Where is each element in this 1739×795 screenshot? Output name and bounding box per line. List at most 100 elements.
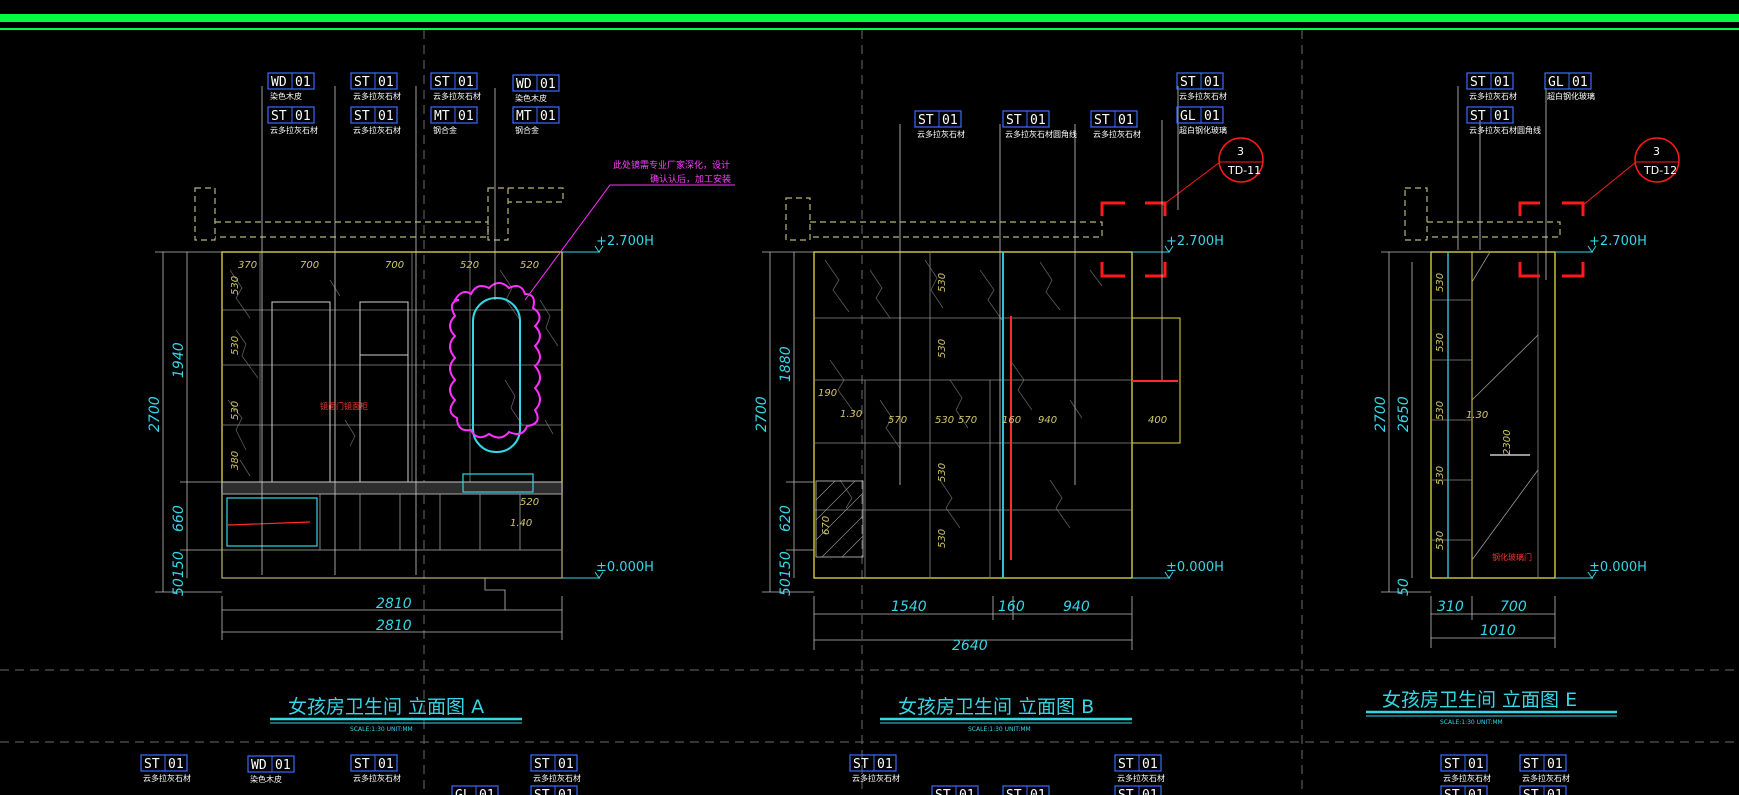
horizontal-dims-e [1430, 596, 1556, 648]
material-tag-description: 云多拉灰石材 [1443, 773, 1491, 783]
material-tag-description: 云多拉灰石材 [917, 129, 965, 139]
material-tag-box [1176, 72, 1224, 90]
dim-height-base-a: 150 [171, 551, 187, 578]
material-tag-box [931, 785, 979, 795]
material-tag-code: ST [1523, 757, 1539, 772]
dim-width-b-1: 1540 [891, 599, 927, 615]
dim-inner-e-4: 530 [1435, 466, 1446, 485]
material-tag-code: WD [516, 77, 532, 92]
dim-top-1: 370 [238, 260, 257, 271]
material-tag-code: ST [1094, 113, 1110, 128]
material-tag-number: 01 [1142, 788, 1158, 795]
material-tag-number: 01 [1030, 788, 1046, 795]
material-tag-number: 01 [558, 757, 574, 772]
detail-callout-circle-b [1218, 137, 1264, 183]
dim-height-base-b: 150 [778, 551, 794, 578]
material-tag-box [849, 754, 897, 772]
level-top-e: +2.700H [1589, 234, 1647, 249]
dim-inner-e-1: 530 [1435, 273, 1446, 292]
material-tag-number: 01 [877, 757, 893, 772]
dim-height-floor-b: 50 [778, 578, 794, 596]
material-tag-code: ST [434, 75, 450, 90]
material-tag-box [350, 754, 398, 772]
detail-callout-ref-b: TD-11 [1227, 164, 1261, 177]
material-tag-code: ST [1444, 788, 1460, 795]
material-tag-code: ST [144, 757, 160, 772]
level-bottom-e: ±0.000H [1589, 560, 1647, 575]
material-tag-number: 01 [558, 788, 574, 795]
revision-cloud [449, 282, 541, 439]
dim-top-5: 520 [520, 260, 539, 271]
material-tag-code: ST [354, 757, 370, 772]
material-tag-box [1090, 110, 1138, 128]
material-tag-description: 云多拉灰石材 [353, 773, 401, 783]
material-tag-number: 01 [1468, 757, 1484, 772]
material-tag-box [1440, 785, 1488, 795]
material-tag-description: 云多拉灰石材 [1179, 91, 1227, 101]
dim-top-3: 700 [385, 260, 404, 271]
material-tag-box [1114, 754, 1162, 772]
material-tag-number: 01 [540, 109, 556, 124]
material-tag-description: 云多拉灰石材 [353, 91, 401, 101]
dim-inner-e-6: 2300 [1502, 430, 1513, 455]
view-scale-a: SCALE:1:30 UNIT:MM [350, 726, 413, 733]
wall-outline-e [1430, 251, 1556, 579]
material-tag-code: ST [853, 757, 869, 772]
dim-height-total-e: 2700 [1373, 396, 1389, 432]
material-tag-code: ST [271, 109, 287, 124]
material-tag-box [530, 754, 578, 772]
material-tag-number: 01 [1204, 109, 1220, 124]
dim-width-b-4: 2640 [952, 638, 988, 654]
material-tag-code: ST [534, 788, 550, 795]
material-tag-box [267, 106, 315, 124]
dim-inner-e-2: 530 [1435, 333, 1446, 352]
material-tag-code: ST [1444, 757, 1460, 772]
dim-width-b-2: 160 [998, 599, 1025, 615]
material-tag-code: ST [534, 757, 550, 772]
dim-top-2: 700 [300, 260, 319, 271]
material-tag-box [350, 106, 398, 124]
material-tag-description: 染色木皮 [250, 774, 282, 784]
material-tag-description: 钢合金 [433, 125, 457, 135]
dim-inner-e-3: 530 [1435, 401, 1446, 420]
dim-width-b-3: 940 [1063, 599, 1090, 615]
material-tag-description: 染色木皮 [515, 93, 547, 103]
vertical-dims-a [155, 251, 222, 593]
material-tag-description: 钢合金 [515, 125, 539, 135]
material-tag-code: ST [1470, 109, 1486, 124]
tag-leaders-e [1457, 86, 1547, 280]
view-title-a: 女孩房卫生间 立面图 A [288, 696, 484, 718]
material-tag-number: 01 [295, 109, 311, 124]
material-tag-code: WD [271, 75, 287, 90]
material-tag-box [1544, 72, 1592, 90]
material-tag-number: 01 [1142, 757, 1158, 772]
dim-width-e-2: 700 [1500, 599, 1527, 615]
material-tag-description: 云多拉灰石材 [270, 125, 318, 135]
elevation-e: 钢化玻璃门 3 TD-12 +2.700H ±0.000H 2700 2650 … [1366, 86, 1680, 726]
pink-leader [524, 184, 735, 301]
dim-height-floor-e: 50 [1396, 578, 1412, 596]
dim-inner-b-8: 400 [1148, 415, 1167, 426]
dim-height-mid-b: 620 [778, 505, 794, 532]
material-tag-description: 超白钢化玻璃 [1547, 91, 1595, 101]
material-tag-description: 云多拉灰石材 [533, 773, 581, 783]
material-tag-number: 01 [295, 75, 311, 90]
dim-panel-3: 530 [230, 401, 241, 420]
material-tag-box [267, 72, 315, 90]
material-tag-code: ST [935, 788, 951, 795]
material-tag-description: 云多拉灰石材 [1469, 91, 1517, 101]
material-tag-box [140, 754, 188, 772]
